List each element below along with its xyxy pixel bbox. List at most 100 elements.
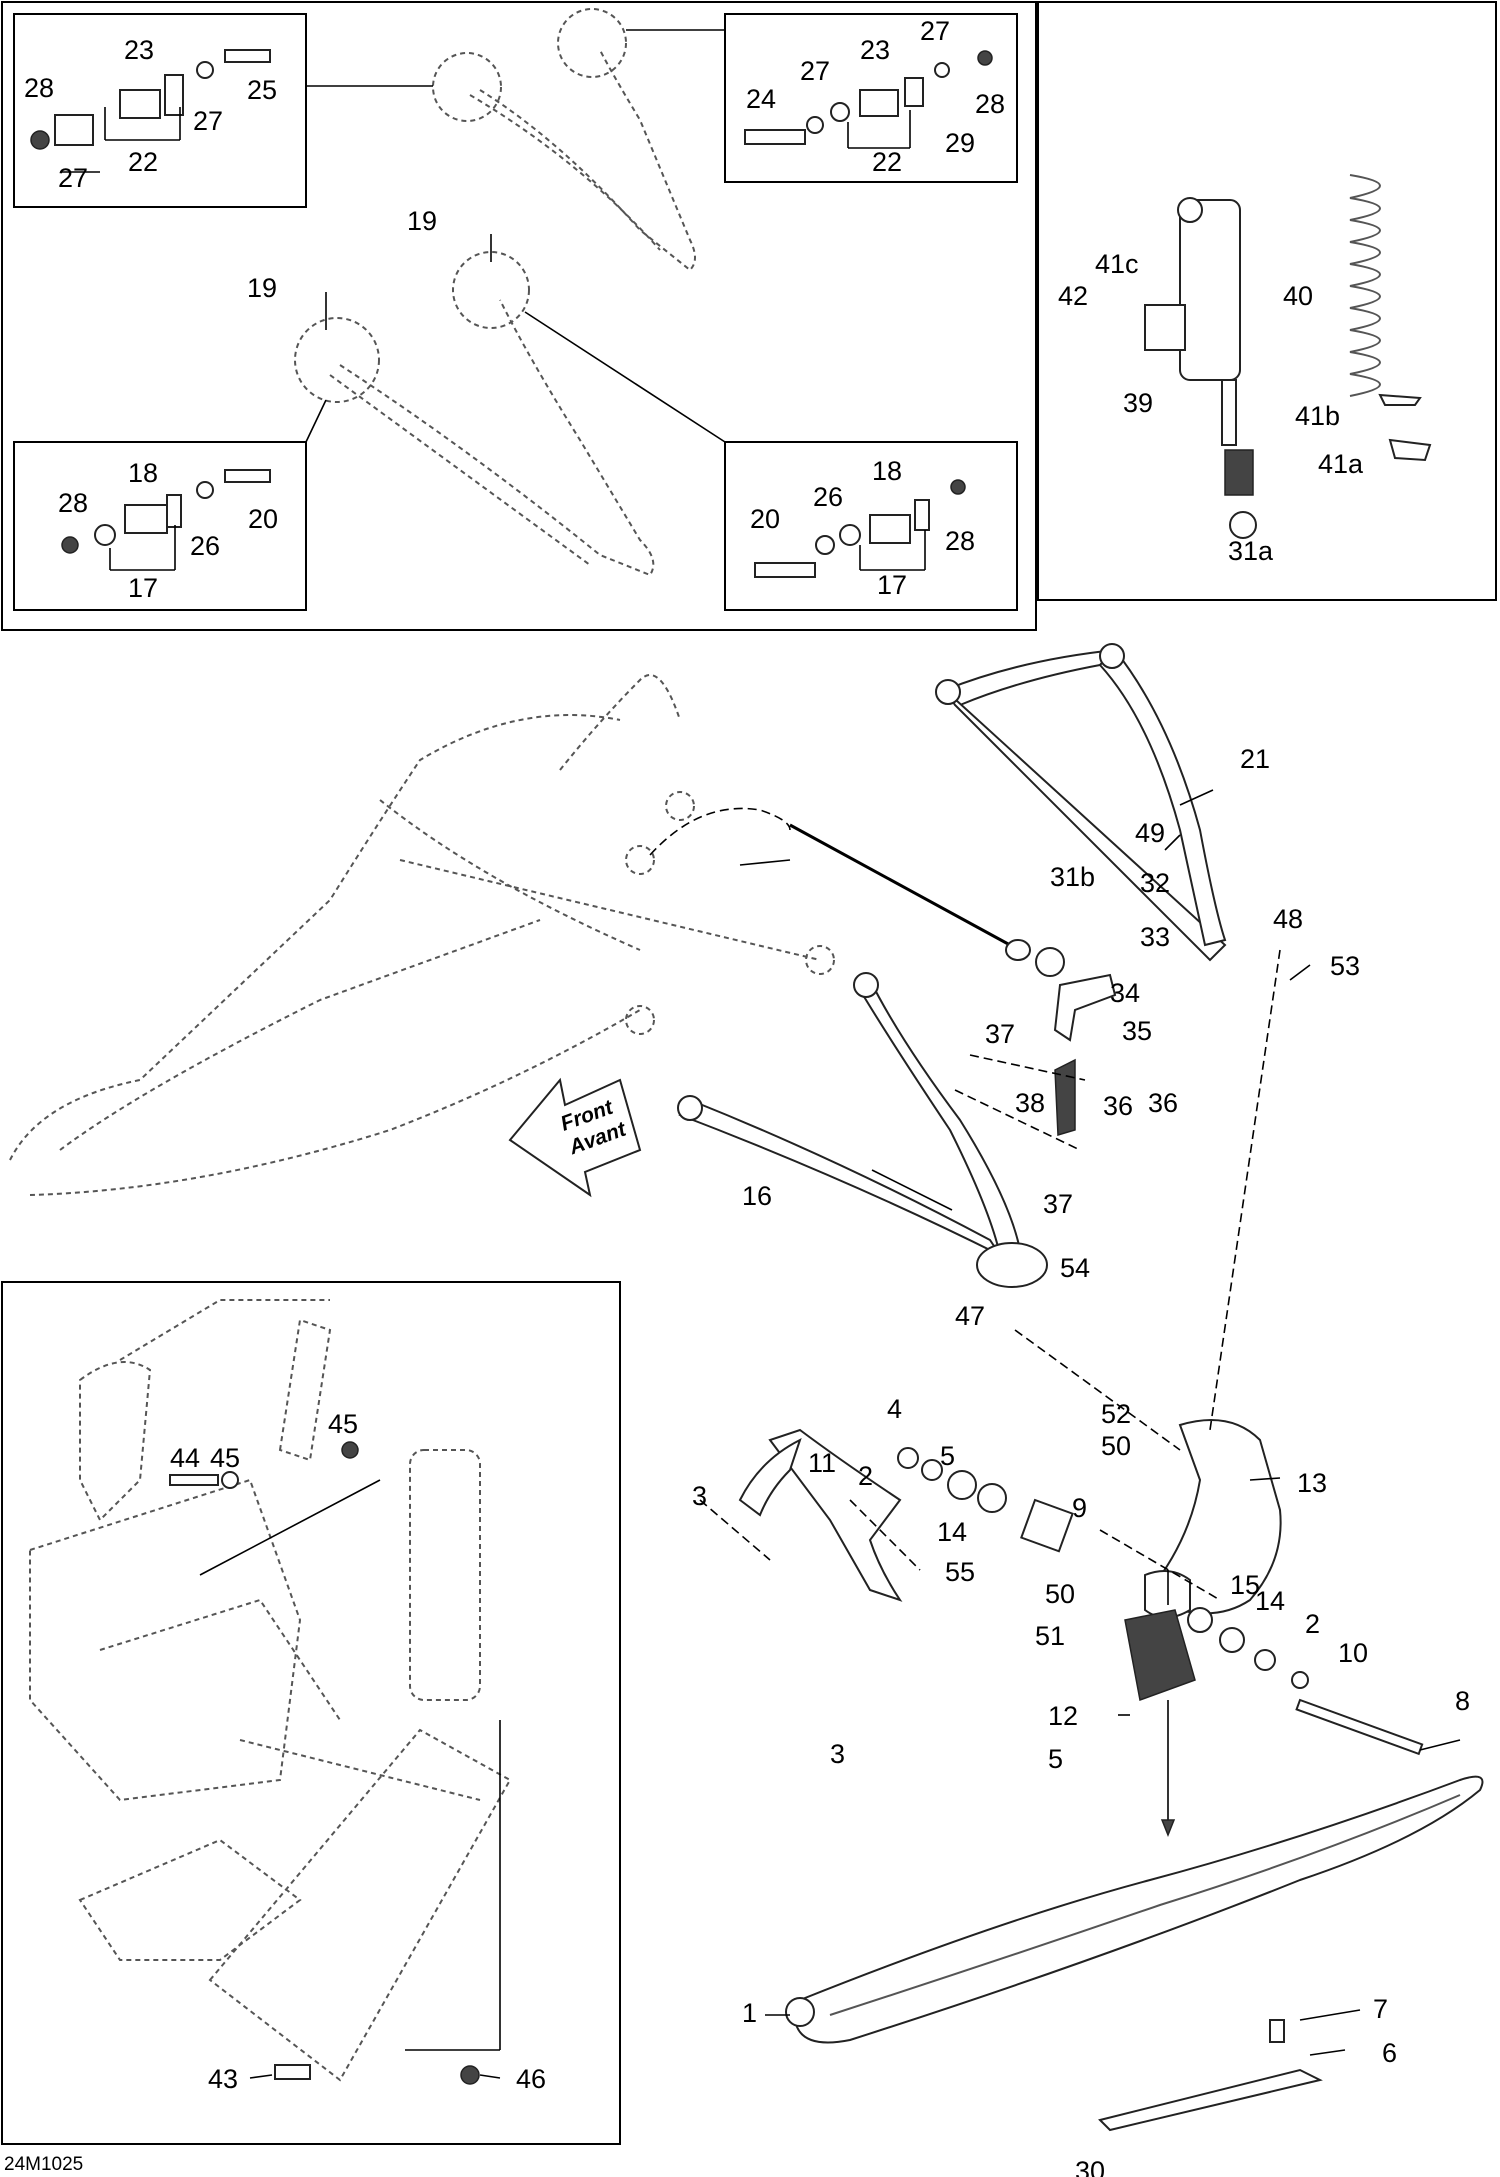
callout-label: 1 <box>742 1998 757 2028</box>
callout-label: 27 <box>58 163 88 193</box>
callout-label: 50 <box>1101 1431 1131 1461</box>
callout-label: 27 <box>193 106 223 136</box>
callout-label: 31a <box>1228 536 1274 566</box>
bushing-parts-lower-left <box>61 469 271 571</box>
callout-label: 36 <box>1103 1091 1133 1121</box>
callout-label: 14 <box>937 1517 967 1547</box>
upper-left-panel <box>1 1 1037 631</box>
callout-label: 40 <box>1283 281 1313 311</box>
callout-label: 53 <box>1330 951 1360 981</box>
callout-label: 23 <box>124 35 154 65</box>
callout-label: 24 <box>746 84 776 114</box>
callout-label: 15 <box>1230 1570 1260 1600</box>
callout-label: 48 <box>1273 904 1303 934</box>
callout-label: 6 <box>1382 2038 1397 2068</box>
ski-pad <box>1124 1570 1196 1838</box>
upper-a-arm-sketch <box>306 8 725 272</box>
lower-a-arm <box>677 972 1048 1288</box>
callout-label: 28 <box>58 488 88 518</box>
callout-leaders <box>249 789 1461 2079</box>
frame-mount-sketch <box>29 1299 512 2085</box>
callout-label: 18 <box>128 458 158 488</box>
callout-label: 54 <box>1060 1253 1090 1283</box>
callout-label: 14 <box>1255 1586 1285 1616</box>
callout-label: 42 <box>1058 281 1088 311</box>
callout-label: 50 <box>1045 1579 1075 1609</box>
callout-label: 12 <box>1048 1701 1078 1731</box>
callout-label: 22 <box>128 147 158 177</box>
shock-absorber <box>1144 197 1257 539</box>
callout-label: 37 <box>1043 1189 1073 1219</box>
callout-label: 30 <box>1075 2156 1105 2177</box>
shock-panel <box>1037 1 1497 601</box>
sway-bar-link <box>789 823 1065 977</box>
lower-left-panel <box>1 1281 621 2145</box>
callout-label: 10 <box>1338 1638 1368 1668</box>
bushing-parts-upper-right <box>744 50 993 149</box>
callout-label: 49 <box>1135 818 1165 848</box>
inset-lower-bushings <box>13 441 307 611</box>
callout-label: 11 <box>808 1448 836 1478</box>
callout-label: 51 <box>1035 1621 1065 1651</box>
inset-lower-bushings-right <box>724 441 1018 611</box>
callout-label: 2 <box>858 1461 873 1491</box>
callout-label: 26 <box>813 482 843 512</box>
callout-label: 36 <box>1148 1088 1178 1118</box>
shock-spring <box>1349 174 1432 462</box>
callout-label: 41b <box>1295 401 1340 431</box>
callout-label: 28 <box>945 526 975 556</box>
ski-handle <box>699 1428 921 1602</box>
callout-label: 5 <box>940 1441 955 1471</box>
chassis-sketch <box>9 674 835 1196</box>
callout-label: 5 <box>1048 1744 1063 1774</box>
callout-label: 45 <box>210 1443 240 1473</box>
callout-label: 20 <box>750 504 780 534</box>
callout-labels: 1 2 2 3 3 4 5 5 6 7 8 9 10 11 12 13 14 1… <box>24 16 1470 2177</box>
callout-label: 37 <box>985 1019 1015 1049</box>
callout-label: 52 <box>1101 1399 1131 1429</box>
callout-label: 44 <box>170 1443 200 1473</box>
callout-label: 17 <box>128 573 158 603</box>
callout-label: 13 <box>1297 1468 1327 1498</box>
callout-label: 27 <box>920 16 950 46</box>
callout-label: 19 <box>247 273 277 303</box>
drawing-code: 24M1025 <box>4 2154 83 2175</box>
callout-label: 43 <box>208 2064 238 2094</box>
callout-label: 38 <box>1015 1088 1045 1118</box>
callout-label: 17 <box>877 570 907 600</box>
callout-label: 23 <box>860 35 890 65</box>
upper-a-arm <box>935 643 1227 962</box>
ski-runner <box>1098 2019 1323 2132</box>
callout-label: 47 <box>955 1301 985 1331</box>
callout-label: 29 <box>945 128 975 158</box>
callout-label: 41c <box>1095 249 1139 279</box>
callout-label: 26 <box>190 531 220 561</box>
callout-label: 9 <box>1072 1493 1087 1523</box>
bushing-parts-upper-left <box>30 49 271 173</box>
lower-a-arm-sketch <box>294 234 726 577</box>
callout-label: 34 <box>1110 978 1140 1008</box>
bracket-and-link <box>954 973 1117 1151</box>
callout-label: 8 <box>1455 1686 1470 1716</box>
callout-label: 21 <box>1240 744 1270 774</box>
callout-label: 22 <box>872 147 902 177</box>
callout-label: 4 <box>887 1394 902 1424</box>
inset-upper-bushings-right <box>724 13 1018 183</box>
callout-label: 31b <box>1050 862 1095 892</box>
spindle-bolt-assembly <box>897 1447 1424 1756</box>
callout-label: 35 <box>1122 1016 1152 1046</box>
callout-label: 7 <box>1373 1994 1388 2024</box>
inset-upper-bushings <box>13 13 307 208</box>
callout-label: 19 <box>407 206 437 236</box>
callout-label: 39 <box>1123 388 1153 418</box>
callout-label: 33 <box>1140 922 1170 952</box>
callout-label: 3 <box>830 1739 845 1769</box>
front-direction-arrow <box>508 1077 642 1198</box>
callout-label: 32 <box>1140 868 1170 898</box>
callout-label: 16 <box>742 1181 772 1211</box>
callout-label: 27 <box>800 56 830 86</box>
callout-label: 2 <box>1305 1609 1320 1639</box>
callout-label: 20 <box>248 504 278 534</box>
ski <box>785 1775 1484 2044</box>
